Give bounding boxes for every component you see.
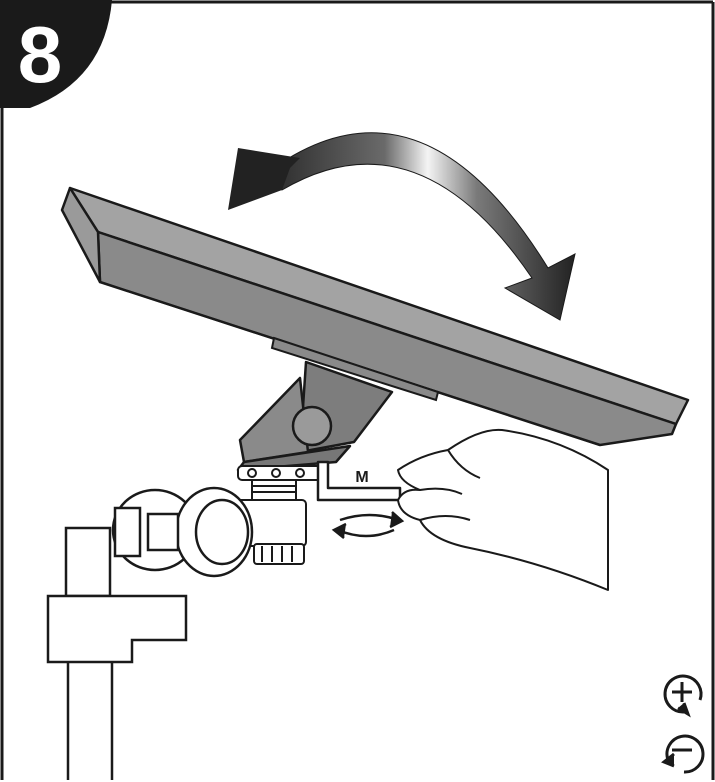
rotate-arrows-icon xyxy=(331,511,405,539)
hex-key-label: M xyxy=(355,469,368,486)
tighten-plus-icon xyxy=(663,674,703,718)
hand-illustration xyxy=(397,428,609,591)
pivot-clamp xyxy=(235,465,329,565)
arm-joint xyxy=(111,486,254,578)
monitor-panel xyxy=(60,186,690,447)
loosen-minus-icon xyxy=(661,734,705,774)
curved-double-arrow-icon xyxy=(228,132,576,321)
hex-key xyxy=(316,460,402,502)
support-pole xyxy=(46,526,188,780)
step-number: 8 xyxy=(18,10,63,99)
vesa-plate xyxy=(270,336,440,402)
step-badge: 8 xyxy=(0,0,112,108)
